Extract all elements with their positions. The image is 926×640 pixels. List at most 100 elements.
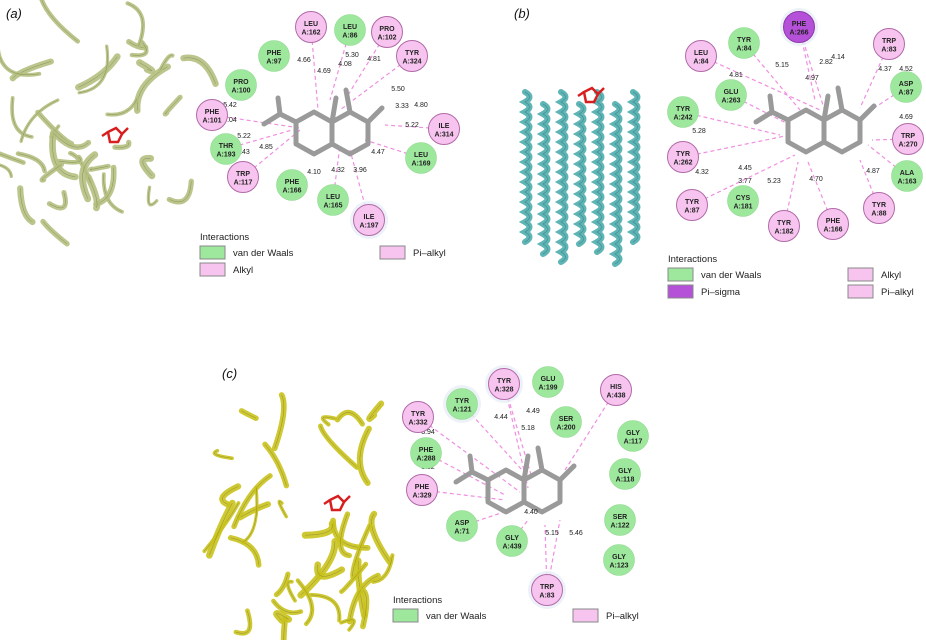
residue-circle (550, 406, 582, 438)
residue-circle (768, 210, 800, 242)
ribbon-outline (287, 581, 296, 601)
residue-circle (410, 437, 442, 469)
helix-outline (596, 91, 602, 253)
ribbon-outline (297, 580, 313, 625)
legend-item-label: van der Waals (233, 248, 294, 259)
residue-id: A:288 (416, 456, 435, 463)
legend-item-label: van der Waals (701, 270, 762, 281)
residue-name: PHE (415, 484, 430, 491)
ligand-ring (521, 467, 563, 515)
interaction-line (700, 55, 821, 111)
residue-circle (405, 142, 437, 174)
residue-circle (667, 96, 699, 128)
protein-structure-c (202, 392, 395, 640)
legend-swatch (667, 267, 694, 282)
residue-circle (396, 40, 428, 72)
residue-name: GLU (541, 376, 556, 383)
residue-name: TYR (497, 378, 511, 385)
helix-outline (578, 103, 584, 245)
ribbon-segment (233, 608, 253, 636)
ribbon-segment (318, 423, 360, 470)
helix (626, 89, 641, 245)
legend-swatch (199, 245, 226, 260)
residue-circle (488, 368, 520, 400)
ligand-bond (857, 103, 877, 123)
panel-label-c: (c) (222, 366, 238, 381)
ligand-red (323, 498, 331, 506)
ribbon-outline (352, 525, 370, 578)
ribbon-outline (317, 564, 342, 577)
residue-id: A:242 (673, 115, 692, 122)
interaction-line (798, 26, 816, 101)
helix-outline (614, 103, 620, 265)
distance-label: 4.45 (738, 165, 752, 172)
ligand-red (582, 86, 600, 104)
distance-label: 4.70 (809, 176, 823, 183)
interaction-line (682, 134, 791, 158)
residue-name: TYR (777, 220, 791, 227)
ligand-bond (329, 95, 339, 125)
distance-label: 5.15 (545, 530, 559, 537)
residue-name: LEU (343, 24, 357, 31)
legend-swatch (667, 284, 694, 299)
ribbon-outline (278, 501, 287, 517)
ribbon-outline (17, 153, 45, 172)
ribbon-outline (369, 403, 382, 420)
residue-circle (371, 16, 403, 48)
residue-name: PHE (419, 447, 434, 454)
residue-name: SER (613, 514, 627, 521)
ribbon-outline (337, 412, 363, 425)
distance-label: 5.23 (767, 178, 781, 185)
ribbon-segment (309, 592, 342, 623)
legend-item-label: Alkyl (881, 270, 901, 281)
residue-circle (617, 420, 649, 452)
ribbon-outline (322, 416, 335, 425)
residue-id: A:166 (282, 188, 301, 195)
residue-node: PHE A:288 (410, 437, 442, 469)
interaction-line (691, 154, 796, 206)
ribbon-outline (58, 156, 81, 163)
residue-circle (892, 123, 924, 155)
ribbon-outline (264, 444, 287, 486)
ligand-bond (767, 93, 775, 115)
residue-circle (402, 401, 434, 433)
residue-id: A:438 (606, 393, 625, 400)
ligand-bond (469, 469, 491, 483)
interaction-line (871, 138, 909, 141)
residue-circle (890, 71, 922, 103)
helix-outline (524, 91, 530, 243)
ligand-structure (753, 85, 877, 155)
interaction-line (349, 149, 370, 221)
legend-swatch (847, 267, 874, 282)
residue-id: A:71 (454, 529, 469, 536)
ribbon-segment (40, 218, 70, 247)
ribbon-outline (107, 98, 138, 115)
ribbon-outline (78, 56, 118, 88)
distance-label: 5.22 (237, 133, 251, 140)
ribbon-outline (164, 97, 181, 115)
distance-label: 5.46 (569, 530, 583, 537)
ligand-bond (821, 93, 831, 123)
residue-circle (728, 27, 760, 59)
residue-circle (225, 69, 257, 101)
distance-label: 4.69 (899, 114, 913, 121)
residue-name: PHE (792, 21, 807, 28)
residue-circle (727, 185, 759, 217)
ribbon-segment (0, 163, 13, 179)
interaction-line (511, 519, 529, 542)
distance-label: 4.69 (317, 68, 331, 75)
ribbon-outline (127, 3, 144, 47)
residue-name: TYR (676, 151, 690, 158)
residue-name: TRP (882, 38, 896, 45)
ribbon-outline (183, 57, 216, 84)
